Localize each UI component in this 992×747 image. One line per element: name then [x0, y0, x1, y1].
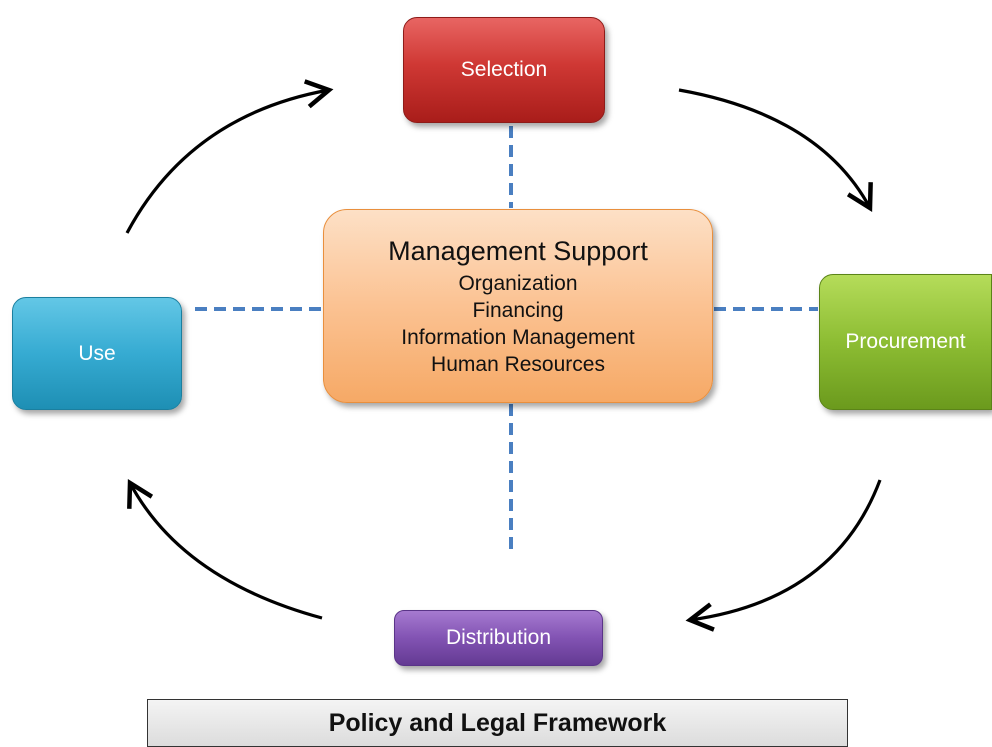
procurement-label: Procurement [845, 330, 966, 353]
arrow-use-to-selection [125, 79, 334, 234]
center-item-human-resources: Human Resources [431, 353, 605, 376]
center-item-organization: Organization [458, 272, 578, 295]
arrow-procurement-to-distribution [685, 479, 882, 632]
selection-node: Selection [403, 17, 605, 123]
arrow-selection-to-procurement [678, 88, 873, 212]
selection-label: Selection [460, 58, 548, 81]
arrow-distribution-to-use [127, 479, 323, 620]
policy-framework-bar: Policy and Legal Framework [147, 699, 848, 747]
use-label: Use [78, 341, 116, 365]
distribution-node: Distribution [394, 610, 603, 666]
center-item-information-management: Information Management [401, 326, 635, 349]
dashed-connectors [195, 126, 818, 552]
center-item-financing: Financing [472, 299, 564, 322]
management-support-title: Management Support [388, 236, 648, 266]
procurement-node: Procurement [819, 274, 992, 410]
policy-framework-label: Policy and Legal Framework [328, 708, 667, 737]
distribution-label: Distribution [445, 626, 552, 649]
use-node: Use [12, 297, 182, 410]
management-support-box: Management Support Organization Financin… [323, 209, 713, 403]
cycle-arrows [125, 79, 882, 632]
